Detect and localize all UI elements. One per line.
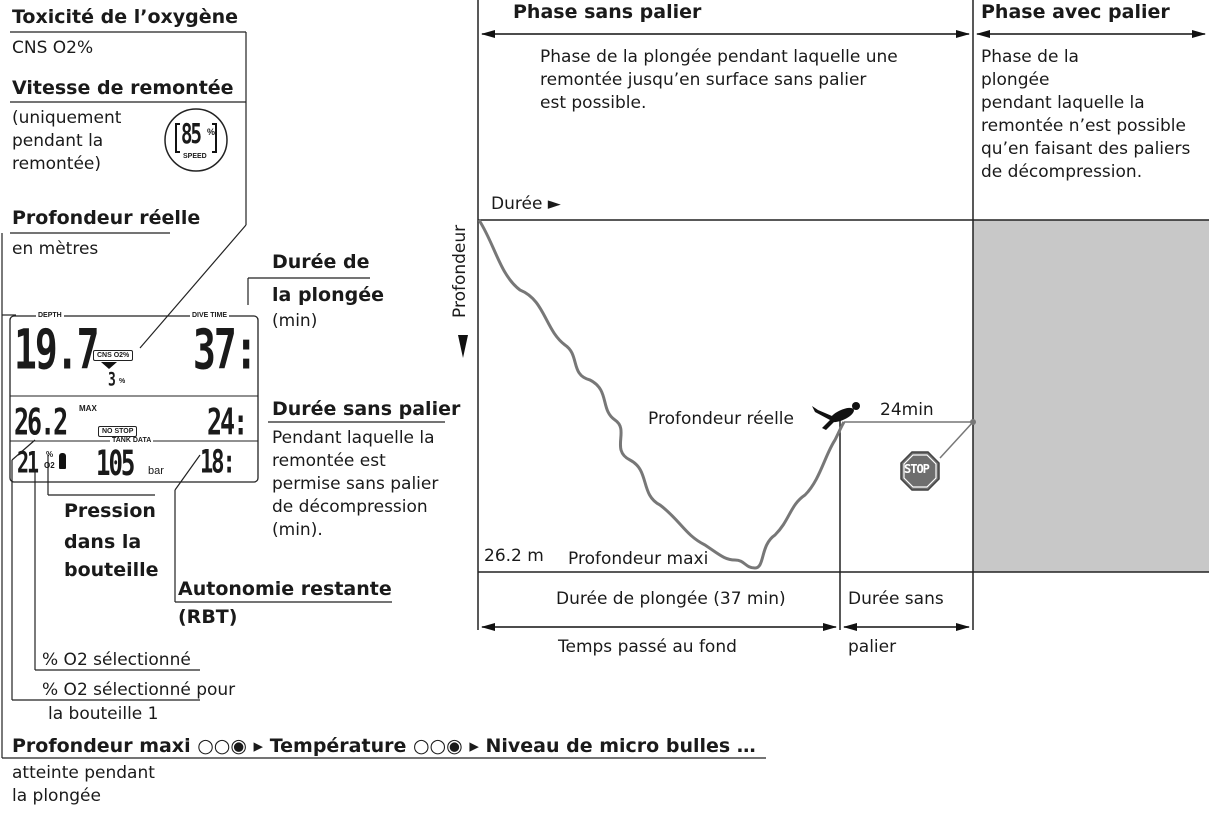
time-24-label: 24min: [880, 400, 934, 420]
display-cns-label: CNS O2%: [93, 350, 134, 361]
tank-icon: [59, 453, 66, 469]
display-max-value: 26.2: [14, 401, 68, 444]
display-pressure-value: 105: [96, 443, 135, 484]
o2-selected: % O2 sélectionné: [42, 650, 191, 670]
nostop-desc-1: Pendant laquelle la: [272, 428, 435, 448]
duration-label: Durée ►: [491, 194, 561, 214]
phase-nostop-desc-3: est possible.: [540, 93, 647, 113]
phase-deco-desc-3: pendant laquelle la: [981, 93, 1145, 113]
display-o2-value: 21: [17, 445, 39, 480]
bottom-line: Profondeur maxi ○○◉ ▸ Température ○○◉ ▸ …: [12, 735, 756, 757]
display-rbt-value: 18:: [200, 445, 236, 482]
max-depth-label: Profondeur maxi: [568, 549, 709, 569]
display-divetime-label: DIVE TIME: [190, 312, 230, 319]
nostop-time-label-2: palier: [848, 637, 897, 657]
divetime-title-1: Durée de: [272, 251, 370, 273]
phase-nostop-title: Phase sans palier: [513, 1, 702, 23]
speed-value: 85: [181, 118, 202, 150]
dive-duration-label: Durée de plongée (37 min): [556, 589, 786, 609]
display-nostop-badge: NO STOP: [98, 426, 138, 437]
display-pressure-unit: bar: [148, 465, 164, 477]
nostop-desc-2: remontée est: [272, 451, 386, 471]
o2-tank-2: la bouteille 1: [48, 704, 159, 724]
depth-sub: en mètres: [12, 239, 99, 259]
diver-icon: [812, 402, 860, 430]
actual-depth-label: Profondeur réelle: [648, 409, 794, 429]
o2-tank-1: % O2 sélectionné pour: [42, 680, 236, 700]
toxicity-leader-d: [139, 224, 247, 349]
nostop-desc-3: permise sans palier: [272, 474, 439, 494]
speed-unit: %: [207, 127, 216, 137]
display-o2-sub: O2: [44, 461, 55, 470]
divetime-unit: (min): [272, 311, 318, 331]
bottom-desc-1: atteinte pendant: [12, 763, 155, 783]
phase-nostop-desc-2: remontée jusqu’en surface sans palier: [540, 70, 867, 90]
display-depth-value: 19.7: [14, 317, 100, 382]
ascent-desc-2: pendant la: [12, 131, 104, 151]
dive-profile-curve: [477, 219, 846, 570]
phase-deco-desc-1: Phase de la: [981, 47, 1079, 67]
phase-deco-desc-2: plongée: [981, 70, 1050, 90]
phase-deco-desc-4: remontée n’est possible: [981, 116, 1186, 136]
stop-leader: [939, 421, 974, 459]
display-depth-label: DEPTH: [36, 312, 64, 319]
depth-axis-arrow: [458, 335, 468, 358]
display-tank-label: TANK DATA: [110, 437, 154, 444]
display-cns-value: 3: [108, 369, 116, 392]
ascent-desc-3: remontée): [12, 154, 102, 174]
cns-arrow-icon: [101, 362, 117, 369]
display-o2-unit: %: [46, 450, 54, 459]
pressure-title-1: Pression: [64, 500, 156, 522]
speed-label: SPEED: [183, 153, 207, 160]
nostop-desc-4: de décompression: [272, 497, 428, 517]
pressure-title-2: dans la: [64, 531, 142, 553]
decompression-zone: [973, 220, 1209, 572]
phase-deco-desc-5: qu’en faisant des paliers: [981, 139, 1191, 159]
bottom-time-label: Temps passé au fond: [558, 637, 737, 657]
phase-deco-title: Phase avec palier: [981, 1, 1170, 23]
toxicity-title: Toxicité de l’oxygène: [12, 6, 239, 28]
display-nostop-value: 24:: [207, 401, 248, 444]
nostop-title: Durée sans palier: [272, 398, 461, 420]
rbt-leader: [174, 454, 201, 491]
display-frame: [9, 315, 259, 483]
stop-sign-icon: [900, 451, 940, 491]
pressure-title-3: bouteille: [64, 559, 159, 581]
toxicity-sub: CNS O2%: [12, 38, 94, 58]
display-cns-unit: %: [119, 378, 126, 385]
display-max-label: MAX: [79, 404, 97, 413]
ascent-title: Vitesse de remontée: [12, 77, 234, 99]
depth-axis-label: Profondeur: [450, 224, 470, 318]
speed-icon: [164, 108, 228, 172]
depth-title: Profondeur réelle: [12, 207, 201, 229]
bottom-desc-2: la plongée: [12, 786, 101, 806]
phase-deco-desc-6: de décompression.: [981, 162, 1143, 182]
nostop-time-label-1: Durée sans: [848, 589, 944, 609]
o2-leader-1: [11, 439, 36, 461]
phase-nostop-desc-1: Phase de la plongée pendant laquelle une: [540, 47, 898, 67]
max-depth-value: 26.2 m: [484, 546, 544, 566]
stop-sign-text: STOP: [904, 462, 930, 476]
rbt-sub: (RBT): [178, 606, 238, 628]
ascent-desc-1: (uniquement: [12, 108, 122, 128]
divetime-title-2: la plongée: [272, 284, 385, 306]
display-divetime-value: 37:: [193, 317, 258, 382]
nostop-desc-5: (min).: [272, 520, 323, 540]
rbt-title: Autonomie restante: [178, 578, 392, 600]
